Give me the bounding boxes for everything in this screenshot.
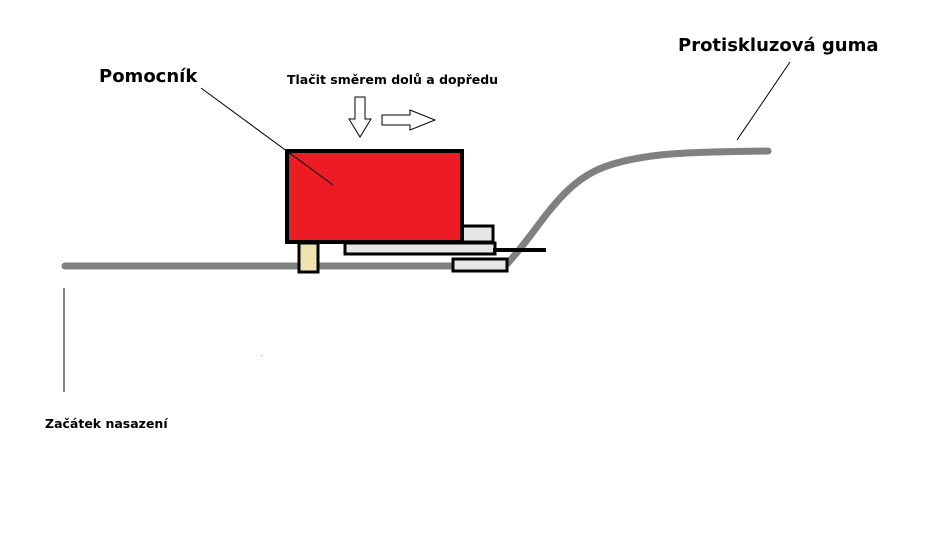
anti-slip-rubber-label: Protiskluzová guma: [678, 35, 878, 56]
right-arrow-icon: [381, 109, 437, 131]
helper-leader-line: [200, 87, 334, 186]
clamp-block-lower: [451, 257, 509, 273]
start-label: Začátek nasazení: [45, 416, 168, 431]
rail-line: [61, 147, 772, 270]
slide-plate: [343, 241, 497, 256]
clamp-block-upper: [459, 224, 495, 244]
down-arrow-icon: [348, 96, 372, 138]
helper-block: [285, 149, 464, 244]
stray-dot: [261, 355, 262, 356]
helper-foot: [297, 241, 320, 274]
rubber-leader-line: [736, 61, 791, 141]
helper-label: Pomocník: [99, 66, 198, 87]
instruction-label: Tlačit směrem dolů a dopředu: [287, 72, 498, 87]
